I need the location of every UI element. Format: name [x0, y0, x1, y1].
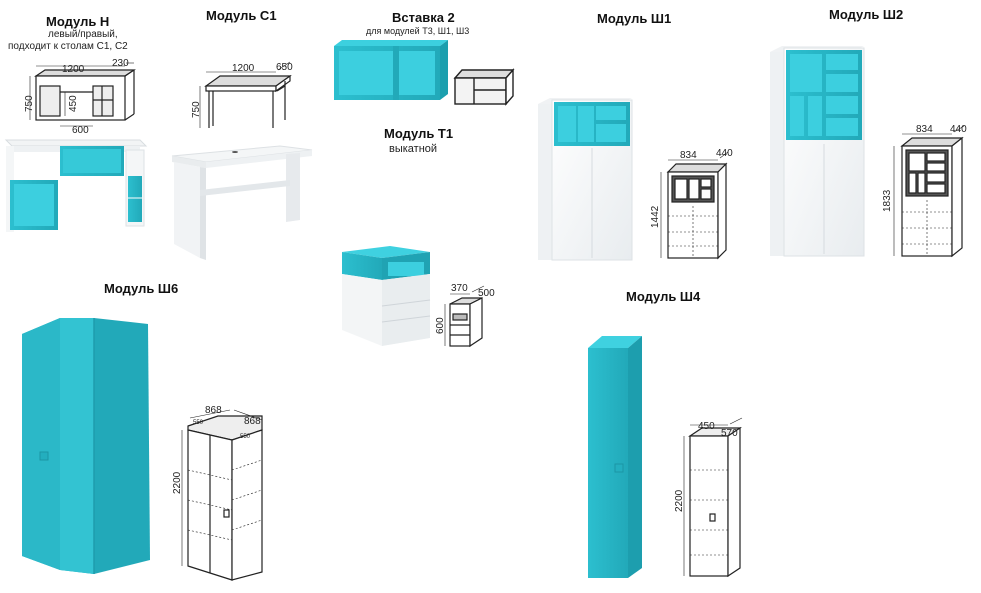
module-c1-dimensions: [199, 61, 291, 128]
module-sh6-depth-label: 868: [244, 416, 261, 427]
module-sh2-title: Модуль Ш2: [829, 7, 904, 22]
module-c1-title: Модуль С1: [206, 8, 277, 23]
insert-2-subtitle: для модулей Т3, Ш1, Ш3: [366, 26, 470, 36]
module-sh1-height-label: 1442: [650, 205, 661, 228]
module-c1-render: [171, 145, 313, 260]
module-n-inner-height-label: 450: [68, 95, 79, 112]
module-n-inner-width-label: 600: [72, 125, 89, 136]
module-sh1-title: Модуль Ш1: [597, 11, 672, 26]
module-t1-dimensions: [444, 285, 485, 346]
module-sh6-dimensions: [181, 409, 263, 566]
module-sh4-render: [588, 336, 642, 578]
module-sh4-width-label: 450: [698, 421, 715, 432]
module-sh6-line-drawing: [187, 415, 263, 581]
module-n-line-drawing: [34, 69, 136, 121]
module-sh2-render: [770, 46, 865, 257]
module-n-width-label: 1200: [62, 64, 85, 75]
module-n-subtitle-2: подходит к столам С1, С2: [8, 41, 128, 52]
module-sh1-dimensions: [660, 151, 729, 258]
module-sh6-render: [22, 318, 150, 574]
module-t1-title: Модуль Т1: [384, 126, 454, 141]
module-sh2-height-label: 1833: [882, 189, 893, 212]
module-n-depth-label: 230: [112, 58, 129, 69]
module-sh4-depth-label: 570: [721, 428, 738, 439]
module-sh6-title: Модуль Ш6: [104, 281, 179, 296]
module-sh4-height-label: 2200: [674, 489, 685, 512]
module-sh4-title: Модуль Ш4: [626, 289, 701, 304]
module-sh6-height-label: 2200: [172, 471, 183, 494]
module-c1-depth-label: 650: [276, 62, 293, 73]
module-c1-line-drawing: [204, 74, 292, 128]
module-sh1-render: [538, 98, 633, 261]
module-t1-render: [342, 246, 431, 346]
module-t1-height-label: 600: [435, 317, 446, 334]
module-sh2-depth-label: 440: [950, 124, 967, 135]
insert-2-line-drawing: [453, 68, 515, 106]
insert-2-render: [334, 40, 448, 100]
module-sh1-width-label: 834: [680, 150, 697, 161]
module-c1-height-label: 750: [191, 101, 202, 118]
module-t1-depth-label: 500: [478, 288, 495, 299]
module-t1-line-drawing: [449, 297, 483, 348]
module-sh2-dimensions: [893, 125, 965, 256]
insert-2-title: Вставка 2: [392, 10, 455, 25]
module-n-dimensions: [29, 62, 134, 127]
module-t1-width-label: 370: [451, 283, 468, 294]
module-sh1-line-drawing: [666, 162, 728, 260]
module-sh4-line-drawing: [688, 426, 742, 578]
module-sh2-width-label: 834: [916, 124, 933, 135]
module-sh6-side-label-1: 550: [193, 420, 204, 426]
module-n-height-label: 750: [24, 95, 35, 112]
module-c1-width-label: 1200: [232, 63, 255, 74]
module-n-title: Модуль Н: [46, 14, 110, 29]
module-sh4-dimensions: [683, 417, 743, 576]
module-n-render: [4, 139, 148, 232]
module-sh6-side-label-2: 550: [240, 434, 251, 440]
module-sh1-depth-label: 440: [716, 148, 733, 159]
module-n-subtitle-1: левый/правый,: [48, 29, 118, 40]
module-t1-subtitle: выкатной: [389, 143, 438, 155]
module-sh2-line-drawing: [900, 136, 964, 258]
module-sh6-width-label: 868: [205, 405, 222, 416]
